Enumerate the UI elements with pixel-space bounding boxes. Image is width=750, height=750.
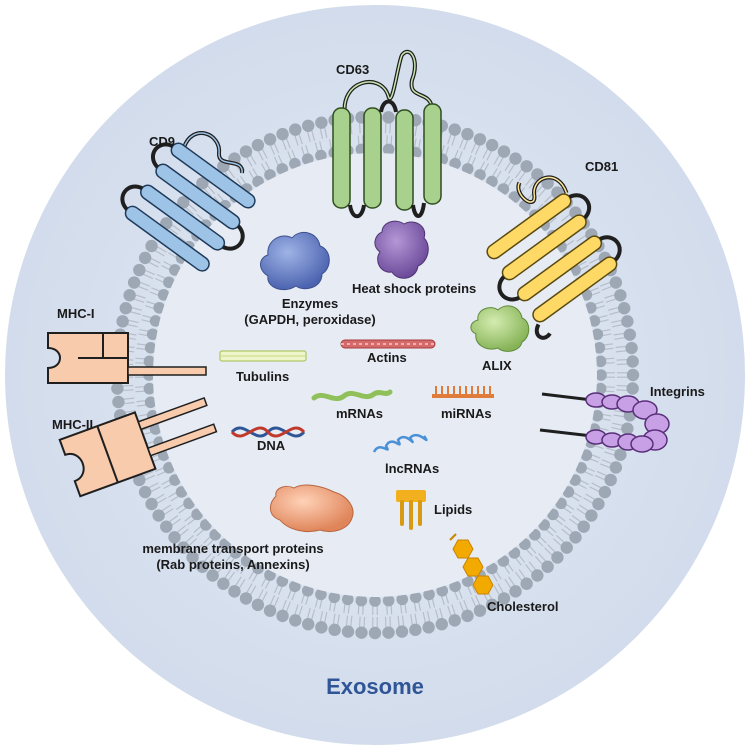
lncrna-icon [372, 433, 428, 453]
actins-label: Actins [367, 350, 407, 365]
dna-label: DNA [257, 438, 286, 453]
integrins-label: Integrins [650, 384, 705, 399]
mhc-i-label: MHC-I [57, 306, 95, 321]
mirna-icon [432, 386, 494, 398]
cholesterol-label: Cholesterol [487, 599, 559, 614]
heat-shock-protein-blob [374, 220, 429, 279]
enzymes-label-line2: (GAPDH, peroxidase) [244, 311, 376, 327]
membrane-transport-label-line1: membrane transport proteins [142, 541, 324, 556]
membrane-transport-label-line2: (Rab proteins, Annexins) [156, 556, 310, 572]
cd81-label: CD81 [585, 159, 619, 174]
alix-label: ALIX [482, 358, 512, 373]
actin-icon [340, 339, 436, 349]
heat-shock-proteins-label: Heat shock proteins [352, 281, 477, 296]
enzymes-label: Enzymes (GAPDH, peroxidase) [220, 296, 400, 327]
mrna-icon [311, 389, 393, 402]
enzyme-blob [260, 231, 330, 291]
alix-blob [470, 305, 530, 352]
cd9-label: CD9 [149, 134, 176, 149]
membrane-transport-protein-blob [270, 484, 354, 533]
tubulin-icon [219, 350, 307, 362]
lipid-icon [396, 490, 426, 530]
lipids-label: Lipids [434, 502, 473, 517]
cd9-protein [120, 131, 256, 272]
mhc-ii-molecule [58, 396, 218, 498]
integrin-molecule [539, 392, 670, 453]
mhc-i-molecule [47, 332, 207, 384]
enzymes-label-line1: Enzymes [281, 296, 339, 311]
cd63-protein [332, 49, 442, 219]
tubulins-label: Tubulins [236, 369, 290, 384]
lncrnas-label: lncRNAs [385, 461, 440, 476]
mirnas-label: miRNAs [441, 406, 492, 421]
cholesterol-icon [449, 533, 494, 595]
mrnas-label: mRNAs [336, 406, 383, 421]
dna-helix-icon [230, 426, 306, 438]
cd63-label: CD63 [336, 62, 370, 77]
diagram-title: Exosome [326, 674, 424, 699]
cd81-protein [486, 175, 622, 340]
mhc-ii-label: MHC-II [52, 417, 94, 432]
membrane-transport-proteins-label: membrane transport proteins (Rab protein… [118, 541, 348, 572]
